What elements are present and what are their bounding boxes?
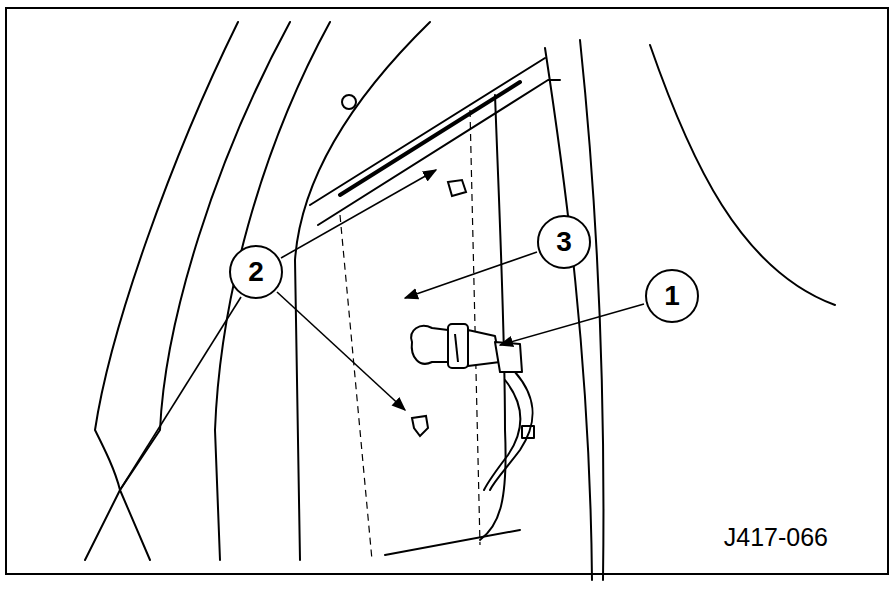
- callout-number: 3: [537, 215, 591, 269]
- callout-number: 1: [645, 269, 699, 323]
- figure-code: J417-066: [722, 523, 830, 552]
- callout-number: 2: [229, 245, 283, 299]
- leader-lines: [120, 170, 644, 490]
